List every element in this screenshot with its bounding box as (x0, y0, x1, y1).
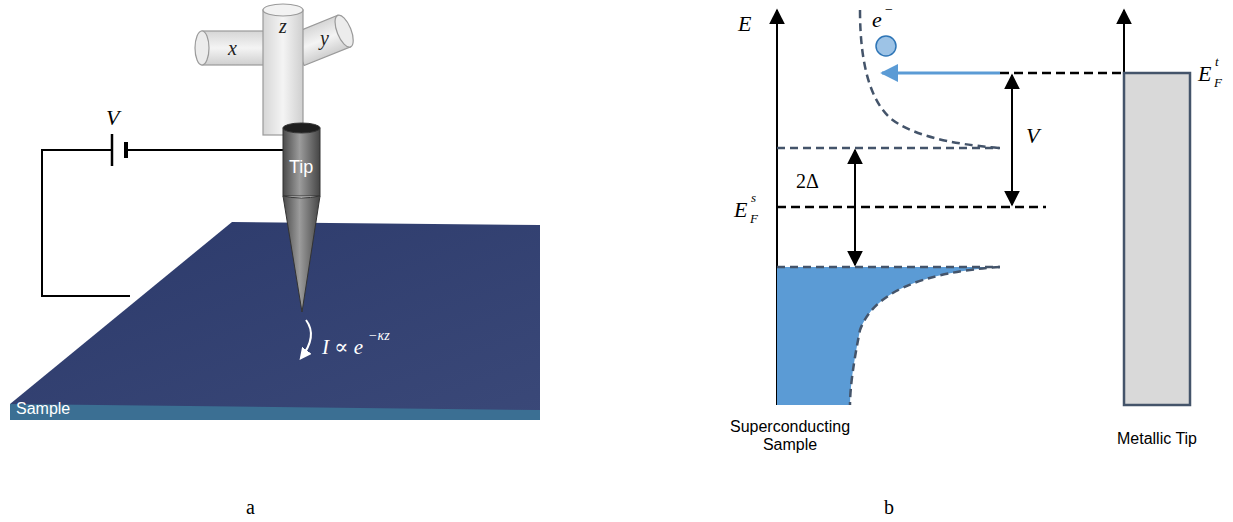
bias-arrow (1011, 75, 1013, 205)
gap-arrow (854, 150, 856, 265)
current-formula: I ∝ e (322, 336, 363, 359)
node-text: Sample (16, 400, 70, 418)
panel-caption: Metallic Tip (1097, 430, 1217, 448)
fermi-subscript: F (1214, 76, 1222, 90)
electron (876, 36, 896, 56)
electron-label: e (872, 8, 882, 32)
fermi-superscript: t (1215, 55, 1219, 69)
fermi-level (777, 73, 1124, 207)
tunneling-arrow (882, 72, 1000, 75)
gap-label: 2Δ (796, 170, 819, 192)
piezo-x (195, 31, 266, 65)
bias-label: V (1026, 124, 1039, 148)
electron-charge: − (885, 2, 893, 17)
dos-curve (850, 267, 1000, 405)
filled-states (777, 267, 1000, 405)
formula-exponent: −κz (368, 328, 390, 343)
panel-label: b (884, 496, 894, 518)
panel-caption: Superconducting Sample (725, 418, 855, 453)
piezo-label: x (226, 35, 239, 61)
panel-label: a (246, 496, 255, 518)
voltage-label: V (106, 106, 119, 130)
fermi-subscript: F (750, 212, 758, 226)
circuit-wire (42, 150, 284, 296)
node-text: y (320, 27, 329, 49)
fermi-label: E (1198, 62, 1211, 86)
stm-tip (283, 123, 320, 312)
piezo-label: y (318, 25, 331, 51)
axis-label: E (738, 12, 751, 36)
energy-axis (777, 10, 1124, 405)
battery-symbol (112, 134, 126, 166)
fermi-label: E (734, 198, 747, 222)
piezo-label: z (277, 13, 289, 39)
piezo-z (263, 4, 303, 135)
node-text: x (228, 37, 237, 59)
node-text: Tip (289, 158, 313, 178)
current-arrow (301, 320, 311, 358)
tip-label: Tip (287, 156, 315, 180)
fermi-superscript: s (751, 191, 756, 205)
sample-label: Sample (14, 398, 72, 420)
sample-plane (10, 222, 540, 420)
node-text: z (279, 15, 287, 37)
metallic-tip-block (1124, 73, 1190, 405)
